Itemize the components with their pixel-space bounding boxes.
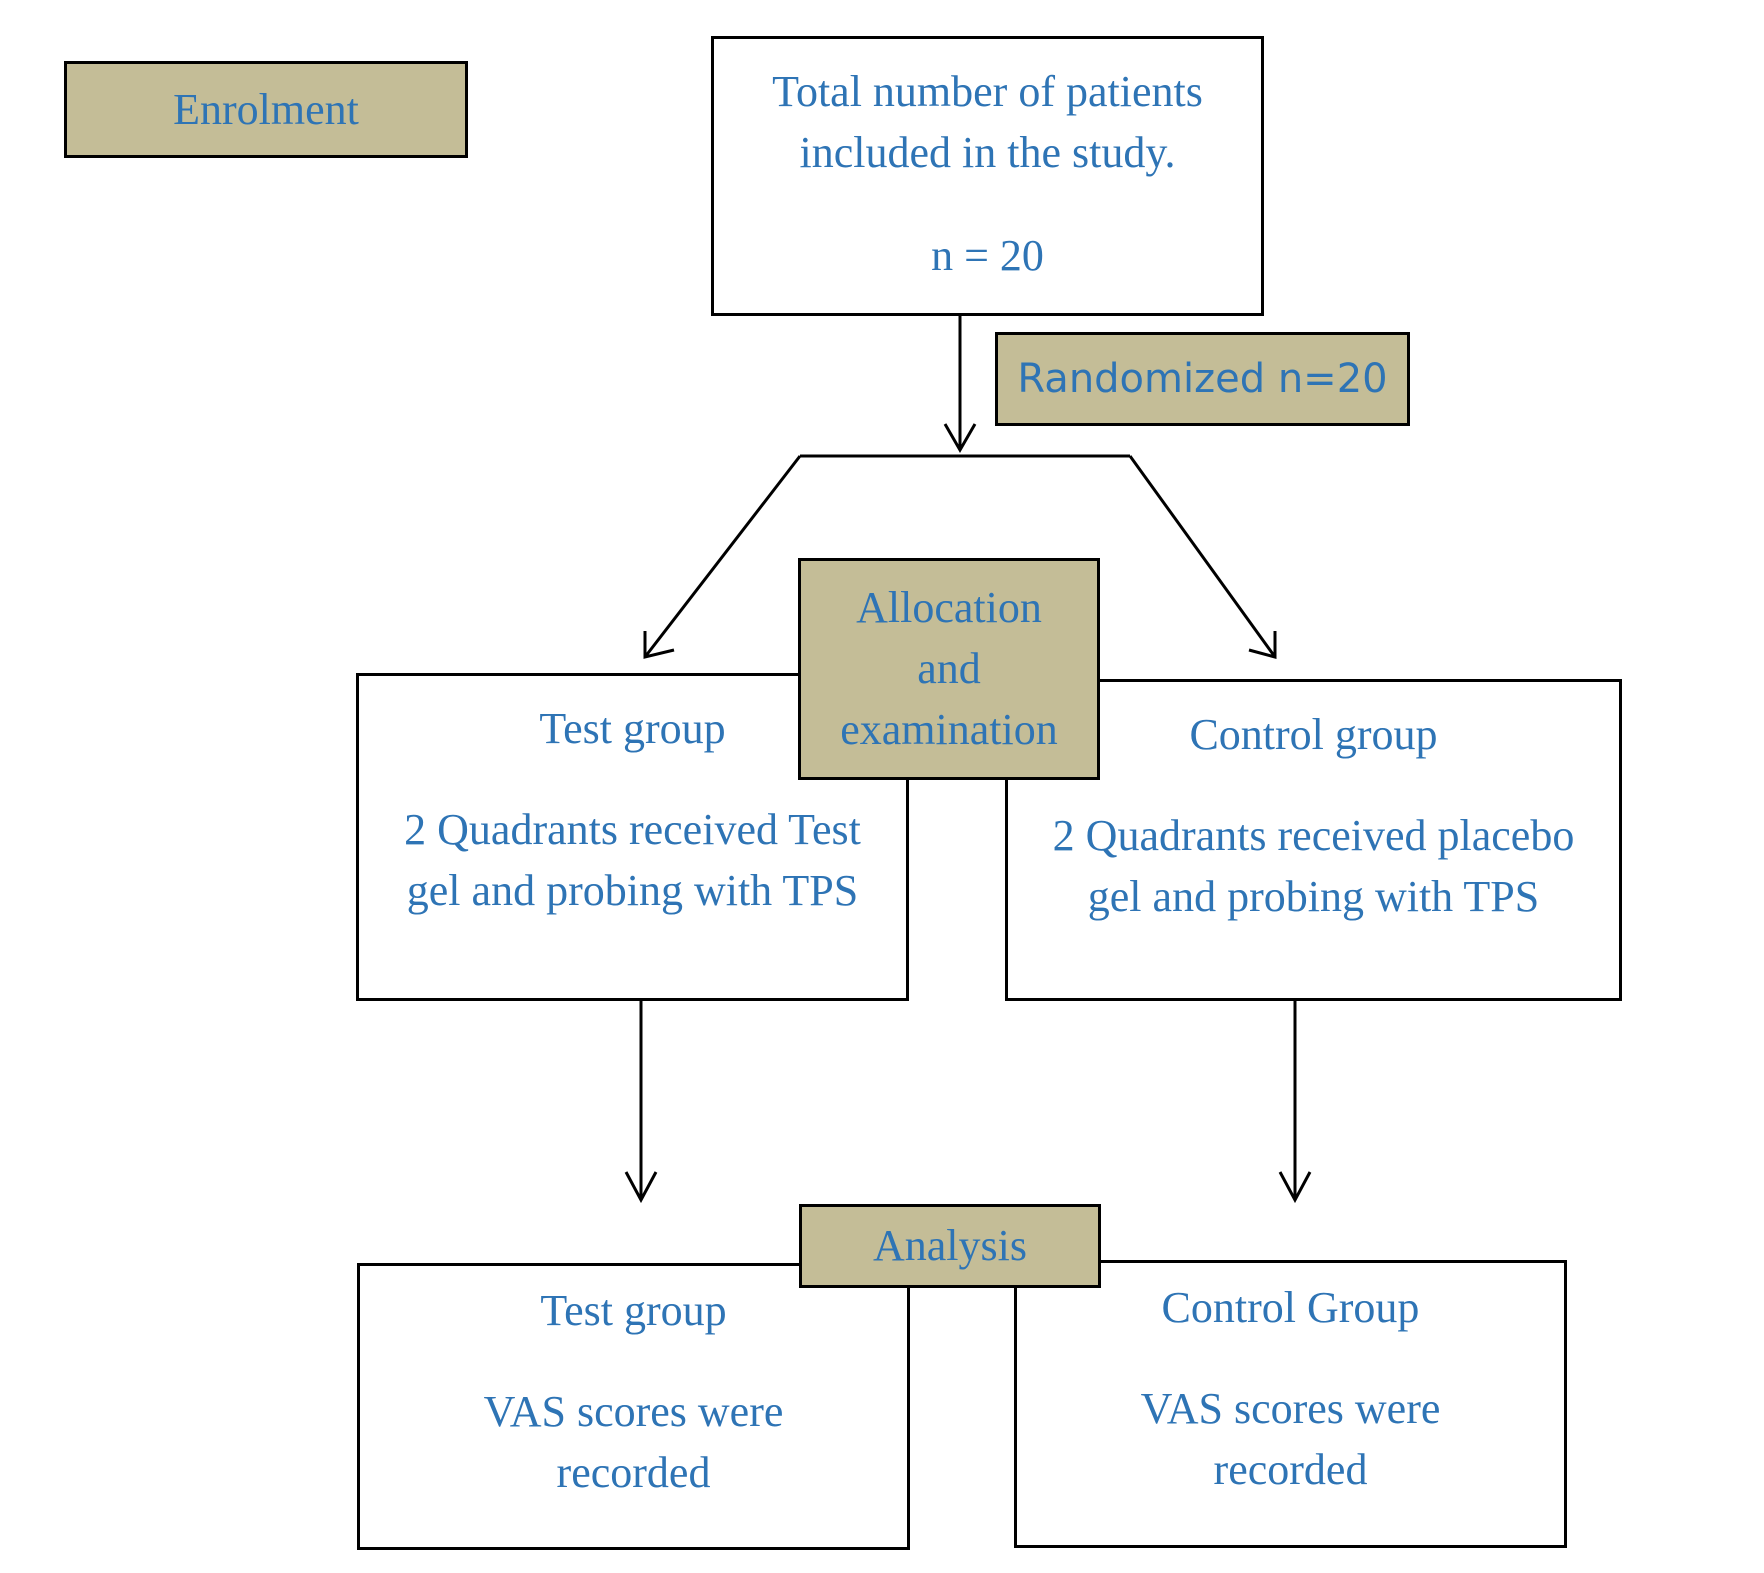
enrolment-text: Enrolment	[173, 85, 359, 134]
randomized-text: Randomized n=20	[1017, 356, 1388, 402]
control-analysis-title: Control Group	[1161, 1283, 1420, 1332]
test-analysis-line-2: recorded	[556, 1448, 711, 1497]
control-allocation-title: Control group	[1189, 710, 1438, 759]
arrowhead	[1278, 1171, 1312, 1204]
test-analysis-line-1: VAS scores were	[483, 1387, 784, 1436]
test-allocation-line-2: gel and probing with TPS	[406, 866, 859, 915]
arrow-split-to-control	[1128, 455, 1277, 658]
arrowhead	[624, 1171, 658, 1204]
analysis-label: Analysis	[799, 1204, 1101, 1288]
randomized-label: Randomized n=20	[995, 332, 1410, 426]
enrolment-label: Enrolment	[64, 61, 468, 158]
total-line-1: Total number of patients	[772, 67, 1203, 116]
control-group-allocation-box: Control group 2 Quadrants received place…	[1005, 679, 1622, 1001]
control-analysis-line-1: VAS scores were	[1140, 1384, 1441, 1433]
control-analysis-line-2: recorded	[1213, 1445, 1368, 1494]
arrowhead	[643, 631, 675, 659]
test-allocation-title: Test group	[539, 704, 726, 753]
arrowhead	[1248, 631, 1277, 659]
total-line-2: included in the study.	[799, 128, 1176, 177]
arrowhead	[943, 423, 977, 454]
arrow-split-to-test	[643, 455, 802, 658]
total-n: n = 20	[931, 231, 1044, 280]
allocation-line-2: and	[917, 644, 981, 693]
control-group-analysis-box: Control Group VAS scores were recorded	[1014, 1260, 1567, 1548]
allocation-label: Allocation and examination	[798, 558, 1100, 780]
control-allocation-line-2: gel and probing with TPS	[1087, 872, 1540, 921]
allocation-line-3: examination	[840, 705, 1058, 754]
test-allocation-line-1: 2 Quadrants received Test	[404, 805, 861, 854]
analysis-text: Analysis	[873, 1221, 1027, 1270]
control-allocation-line-1: 2 Quadrants received placebo	[1052, 811, 1575, 860]
test-group-analysis-box: Test group VAS scores were recorded	[357, 1263, 910, 1550]
total-patients-box: Total number of patients included in the…	[711, 36, 1264, 316]
allocation-line-1: Allocation	[856, 583, 1042, 632]
test-analysis-title: Test group	[540, 1286, 727, 1335]
